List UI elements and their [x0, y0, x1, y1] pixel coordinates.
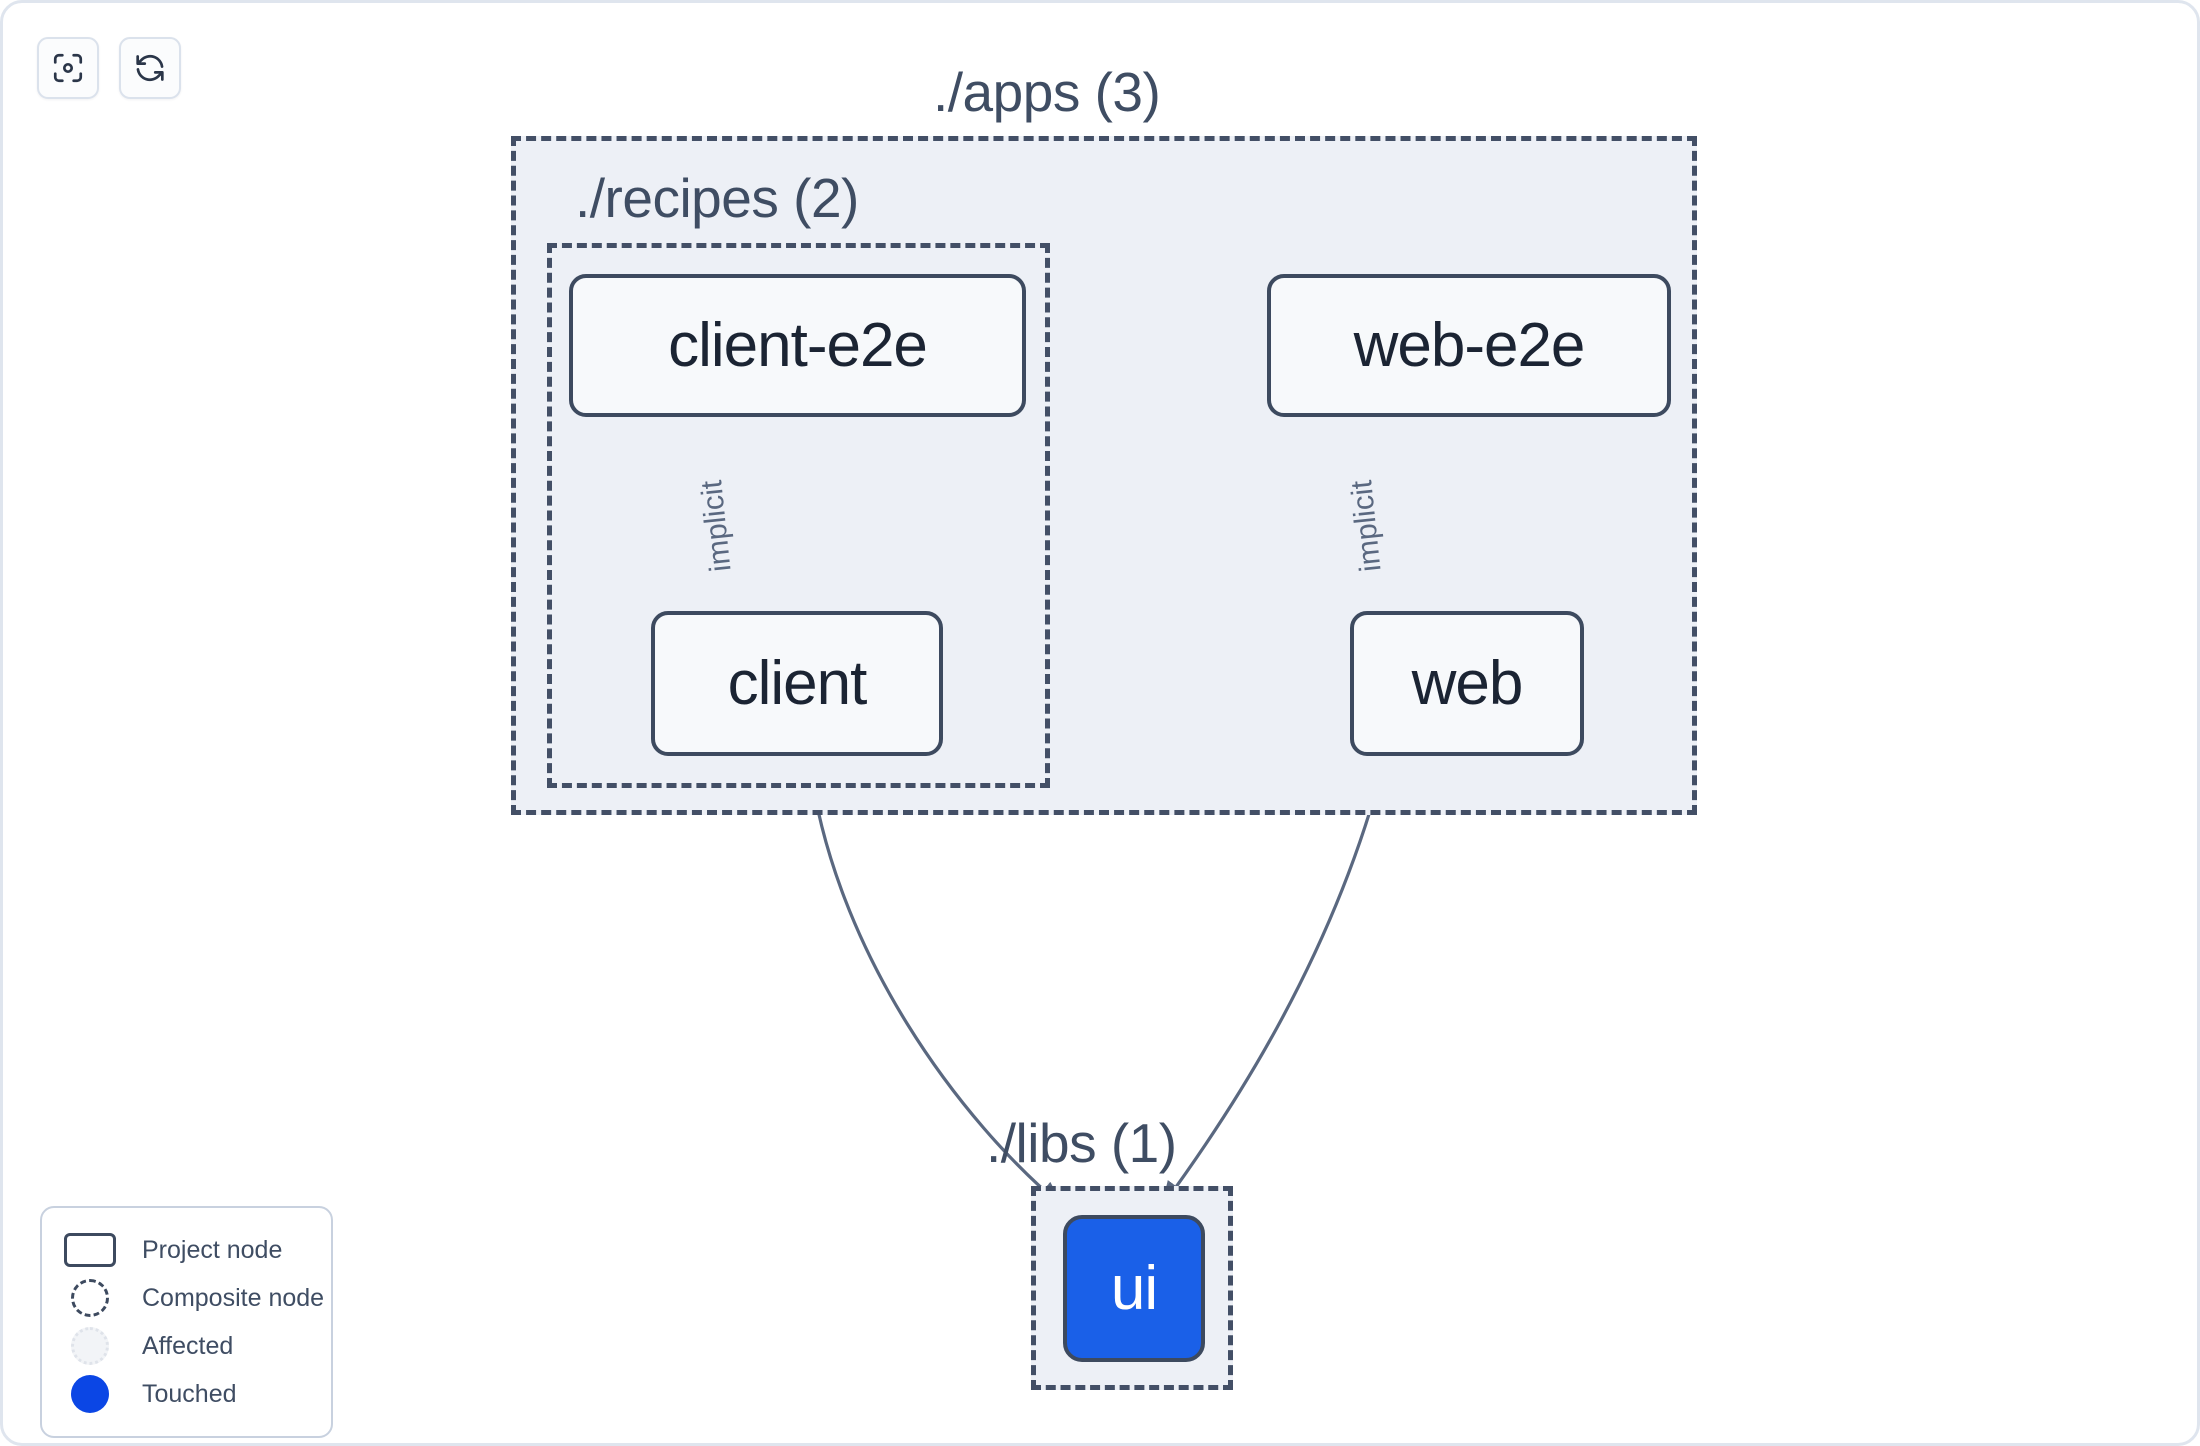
legend-item-project-node: Project node [64, 1226, 311, 1274]
project-node-client-e2e[interactable]: client-e2e [569, 274, 1026, 417]
focus-graph-button[interactable] [37, 37, 99, 99]
project-node-ui[interactable]: ui [1063, 1215, 1205, 1362]
edge-web-to-ui [1161, 757, 1387, 1208]
refresh-graph-button[interactable] [119, 37, 181, 99]
graph-toolbar [37, 37, 181, 99]
affected-glyph [64, 1327, 116, 1365]
group-label-recipes: ./recipes (2) [575, 167, 859, 229]
legend-label: Project node [142, 1235, 283, 1264]
project-node-web[interactable]: web [1350, 611, 1584, 756]
project-node-label: client-e2e [668, 310, 928, 380]
composite-node-glyph [64, 1279, 116, 1317]
project-node-client[interactable]: client [651, 611, 943, 756]
project-node-web-e2e[interactable]: web-e2e [1267, 274, 1671, 417]
group-label-apps: ./apps (3) [933, 61, 1161, 123]
legend-label: Composite node [142, 1283, 325, 1312]
graph-legend: Project node Composite node Affected Tou… [40, 1206, 333, 1438]
legend-item-composite-node: Composite node [64, 1274, 324, 1322]
legend-label: Affected [142, 1331, 234, 1360]
project-node-label: web [1411, 648, 1524, 718]
legend-label: Touched [142, 1379, 237, 1408]
legend-item-touched: Touched [64, 1370, 311, 1418]
refresh-icon [133, 51, 167, 85]
project-node-label: client [727, 648, 868, 718]
project-node-label: ui [1110, 1253, 1158, 1323]
focus-target-icon [51, 51, 85, 85]
touched-glyph [64, 1375, 116, 1413]
project-node-glyph [64, 1232, 116, 1268]
legend-item-affected: Affected [64, 1322, 311, 1370]
project-node-label: web-e2e [1353, 310, 1586, 380]
group-label-libs: ./libs (1) [986, 1112, 1177, 1174]
